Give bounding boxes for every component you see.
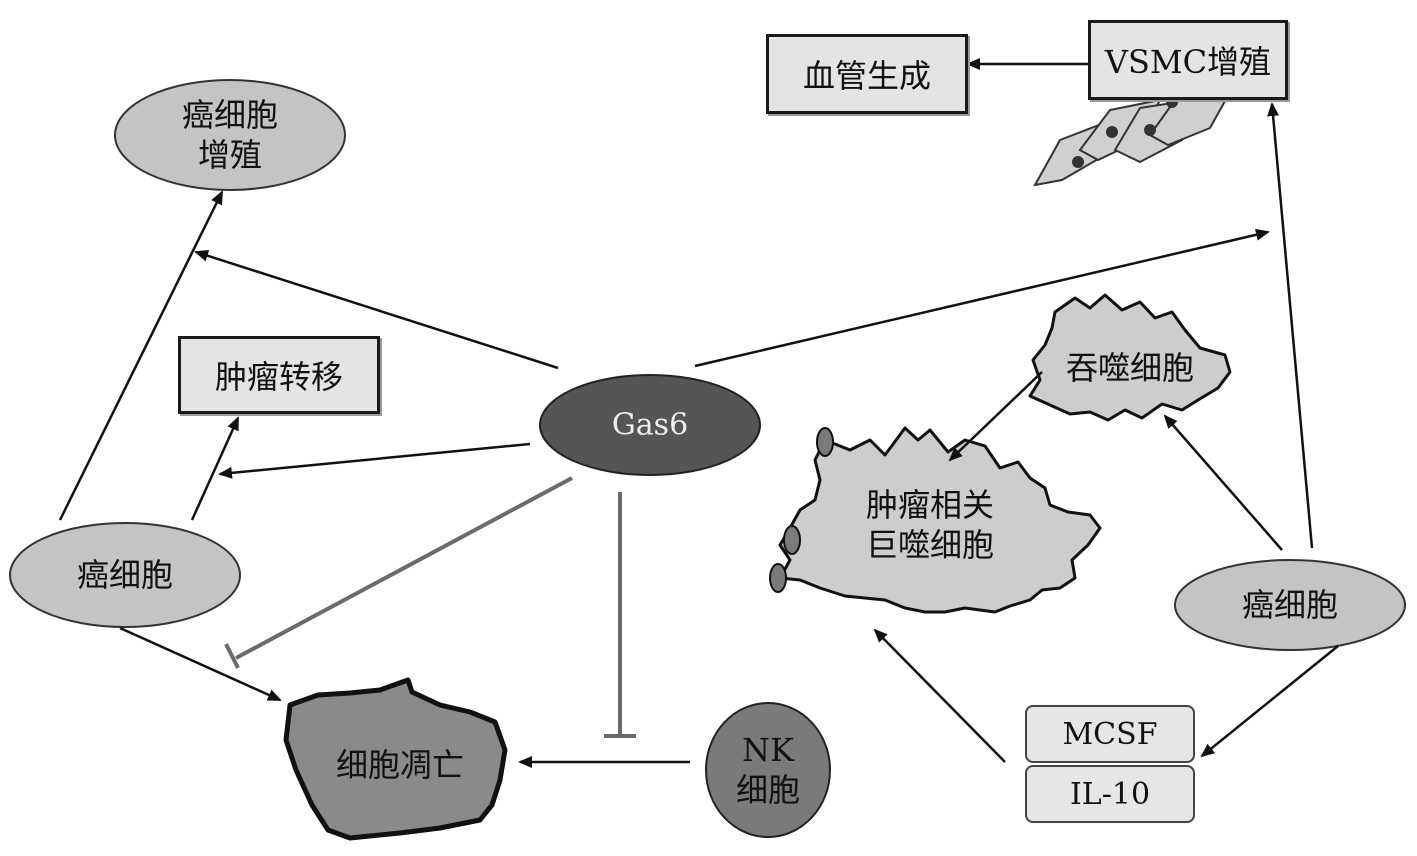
arrow-phagocyte-to-tam [948, 371, 1043, 462]
arrow-cancer-right-to-phagocyte [1163, 414, 1283, 551]
arrow-cancer-right-to-vsmc [1267, 102, 1314, 549]
nk-cell-label: NK 细胞 [736, 730, 800, 810]
tam-pseudopod [769, 563, 787, 593]
tumor-metastasis-box: 肿瘤转移 [178, 336, 380, 414]
cancer-cell-left-label: 癌细胞 [76, 556, 174, 594]
mcsf-box: MCSF [1025, 705, 1195, 763]
tam-line2: 巨噬细胞 [865, 526, 995, 564]
arrow-cancer-left-to-apoptosis [119, 626, 282, 702]
vsmc-label: VSMC增殖 [1104, 43, 1272, 81]
inhibit-gas6-to-apoptosis-bar [224, 643, 240, 669]
gas6-node [539, 374, 761, 476]
il10-label: IL-10 [1069, 776, 1151, 812]
apoptosis-cell-shape [283, 677, 508, 841]
cancer-proliferation-line1: 癌细胞 [181, 96, 279, 134]
cancer-proliferation-line2: 增殖 [197, 136, 263, 174]
vsmc-cells-illustration [1033, 90, 1232, 187]
tam-pseudopod [783, 525, 801, 555]
arrow-cytokines-to-tam [873, 628, 1006, 763]
phagocyte-cell-shape [1028, 293, 1232, 422]
il10-box: IL-10 [1025, 765, 1195, 823]
phagocyte-label: 吞噬细胞 [1065, 349, 1195, 387]
nk-cell-node [705, 702, 831, 838]
cancer-proliferation-label: 癌细胞 增殖 [182, 95, 278, 175]
arrow-cancer-left-to-proliferation [58, 190, 224, 521]
angiogenesis-box: 血管生成 [766, 34, 968, 114]
nk-cell-line1: NK [742, 731, 794, 769]
arrow-cancer-right-to-cytokines [1200, 645, 1339, 758]
tam-label: 肿瘤相关 巨噬细胞 [866, 485, 994, 565]
mcsf-label: MCSF [1062, 716, 1158, 752]
cancer-cell-right-label: 癌细胞 [1241, 586, 1339, 624]
cancer-cell-left-node [9, 522, 241, 628]
apoptosis-label: 细胞凋亡 [335, 746, 465, 784]
cancer-cell-right-node [1174, 559, 1406, 651]
vsmc-box: VSMC增殖 [1088, 20, 1288, 100]
arrow-gas6-to-vsmc [694, 228, 1270, 368]
tumor-metastasis-label: 肿瘤转移 [214, 358, 343, 396]
arrow-gas6-to-metastasis [218, 442, 531, 479]
arrow-gas6-to-cancer-proliferation [194, 249, 559, 370]
nk-cell-line2: 细胞 [735, 771, 801, 809]
inhibit-gas6-to-apoptosis [235, 476, 573, 660]
cancer-proliferation-node [114, 79, 346, 191]
gas6-label: Gas6 [611, 407, 689, 443]
arrow-cancer-left-to-metastasis [190, 416, 240, 521]
tam-line1: 肿瘤相关 [865, 486, 995, 524]
angiogenesis-label: 血管生成 [802, 57, 931, 95]
tam-pseudopod [816, 427, 834, 457]
